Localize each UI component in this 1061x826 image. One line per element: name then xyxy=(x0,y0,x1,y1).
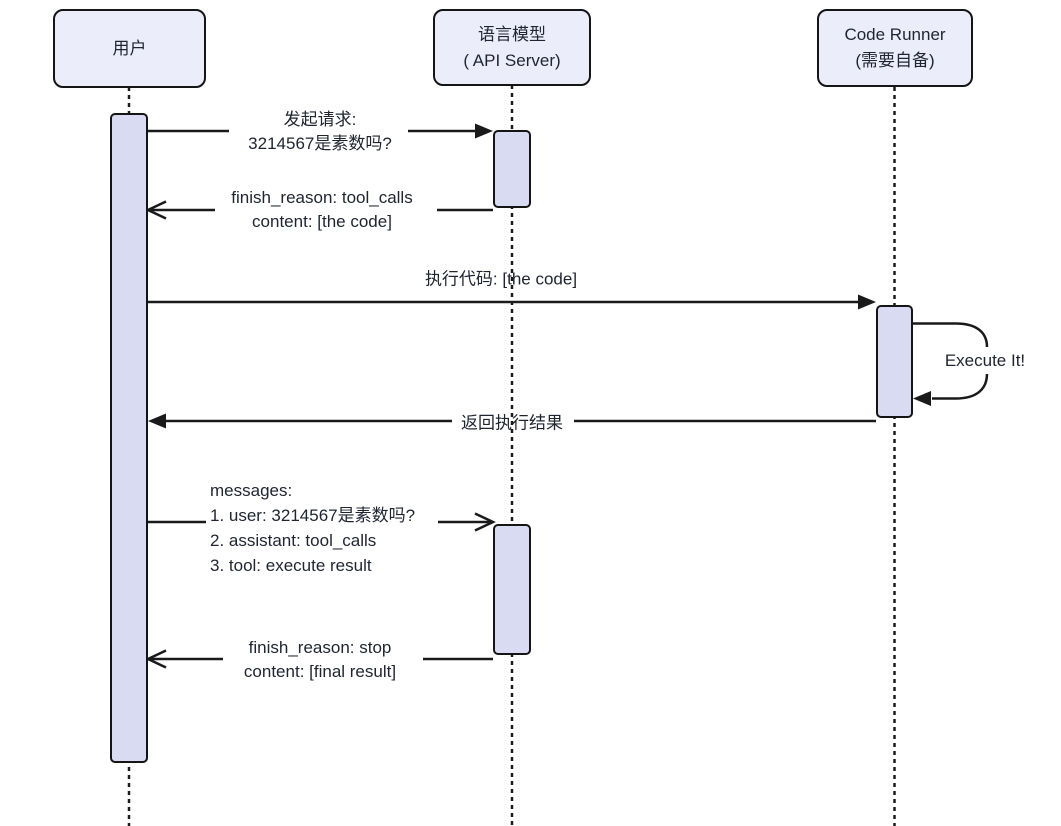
message-label-m7-line1: finish_reason: stop xyxy=(248,638,392,657)
actor-label-runner: Code Runner xyxy=(844,25,946,44)
message-label-m2: finish_reason: tool_calls content: [the … xyxy=(231,186,412,234)
actor-box-runner: Code Runner (需要自备) xyxy=(817,9,973,87)
activation-bar-llm-2 xyxy=(493,524,531,655)
message-label-m1: 发起请求: 3214567是素数吗? xyxy=(248,108,392,156)
actor-label-llm: 语言模型 xyxy=(478,24,546,44)
message-label-m6-line3: 2. assistant: tool_calls xyxy=(210,531,377,550)
self-loop-arc-bottom xyxy=(932,373,989,400)
actor-sublabel-llm: ( API Server) xyxy=(463,50,561,70)
activation-bar-user xyxy=(110,113,148,763)
message-label-m6-line4: 3. tool: execute result xyxy=(210,556,372,575)
message-label-m6: messages: 1. user: 3214567是素数吗? 2. assis… xyxy=(210,478,415,578)
message-label-m1-line2: 3214567是素数吗? xyxy=(248,134,392,153)
message-label-m1-line1: 发起请求: xyxy=(283,110,357,129)
message-label-m7: finish_reason: stop content: [final resu… xyxy=(244,636,396,684)
message-label-m5: 返回执行结果 xyxy=(461,413,563,433)
actor-label-user: 用户 xyxy=(112,38,147,58)
actor-sublabel-runner: (需要自备) xyxy=(855,51,935,70)
arrowhead-open-m2 xyxy=(145,200,167,220)
arrowhead-open-m6 xyxy=(474,512,496,532)
message-label-m3: 执行代码: [the code] xyxy=(424,269,578,289)
arrowhead-filled-loop xyxy=(913,391,931,406)
activation-bar-llm-1 xyxy=(493,130,531,208)
actor-box-user: 用户 xyxy=(53,9,206,88)
arrowhead-filled-m5 xyxy=(148,413,166,429)
self-loop-arc-top xyxy=(913,322,989,348)
message-label-m2-line1: finish_reason: tool_calls xyxy=(231,188,413,207)
self-loop-label: Execute It! xyxy=(944,351,1026,370)
arrowhead-filled-m1 xyxy=(475,123,493,139)
arrowhead-filled-m3 xyxy=(858,294,876,310)
arrowhead-open-m7 xyxy=(145,649,167,669)
message-label-m2-line2: content: [the code] xyxy=(252,212,392,231)
message-label-m7-line2: content: [final result] xyxy=(243,662,397,681)
activation-bar-runner xyxy=(876,305,913,418)
message-label-m6-line1: messages: xyxy=(210,481,293,500)
actor-box-llm: 语言模型 ( API Server) xyxy=(433,9,591,86)
message-label-m6-line2: 1. user: 3214567是素数吗? xyxy=(210,506,416,525)
